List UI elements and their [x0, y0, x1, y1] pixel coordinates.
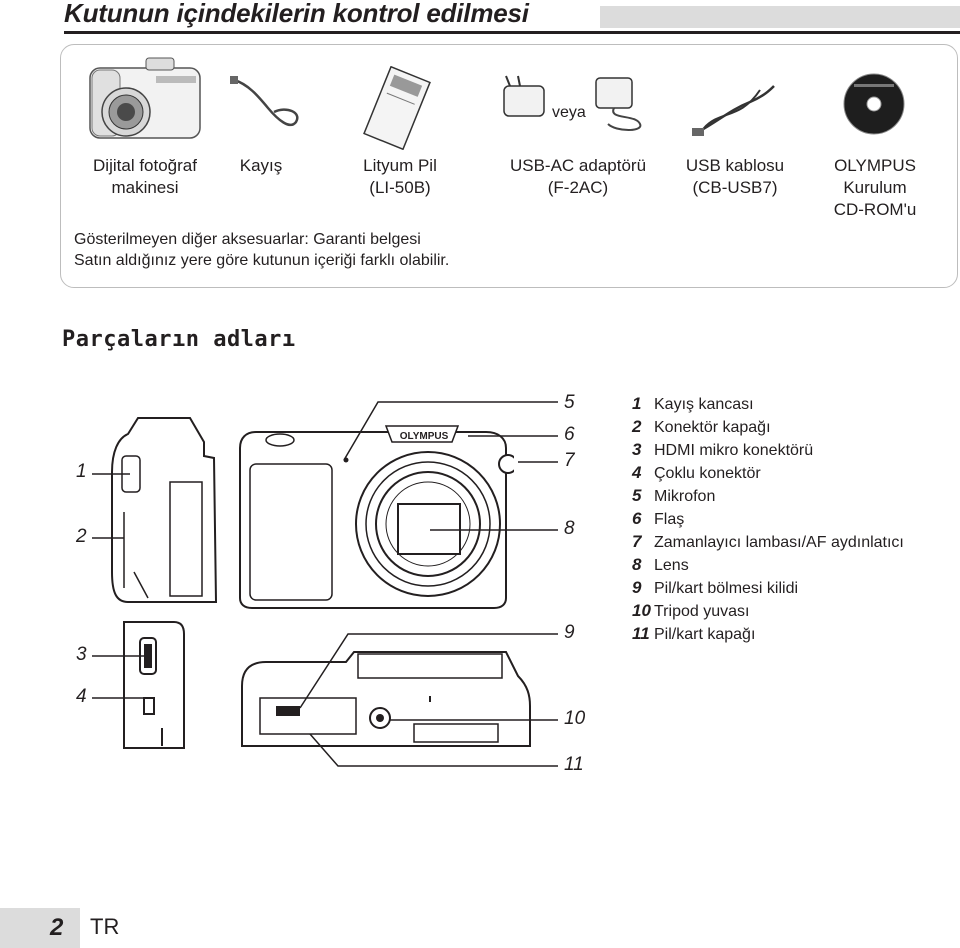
callout-7: 7: [564, 450, 575, 471]
title-divider: [64, 31, 960, 34]
part-name: Konektör kapağı: [654, 419, 771, 436]
part-name: Pil/kart bölmesi kilidi: [654, 580, 799, 597]
page-language: TR: [90, 914, 120, 939]
item-label-line: (LI-50B): [369, 178, 431, 197]
part-number: 11: [632, 624, 650, 643]
camera-side-view: [111, 417, 218, 603]
part-number: 3: [632, 440, 642, 459]
part-number: 8: [632, 555, 642, 574]
item-label-line: (CB-USB7): [692, 178, 778, 197]
item-label-line: Lityum Pil: [363, 156, 437, 175]
part-item: 3 HDMI mikro konektörü: [632, 440, 813, 461]
callout-1: 1: [76, 461, 87, 482]
part-item: 1 Kayış kancası: [632, 394, 754, 415]
callout-8: 8: [564, 518, 575, 539]
part-number: 10: [632, 601, 651, 620]
strap-icon: [230, 76, 299, 127]
part-name: Zamanlayıcı lambası/AF aydınlatıcı: [654, 534, 904, 551]
part-name: Mikrofon: [654, 488, 716, 505]
camera-bottom-view: [241, 651, 531, 747]
part-number: 7: [632, 532, 642, 551]
cd-rom-icon: [843, 73, 905, 135]
item-label-ac-adapter: USB-AC adaptörü (F-2AC): [498, 155, 658, 199]
page-title: Kutunun içindekilerin kontrol edilmesi: [64, 0, 529, 28]
item-label-line: Dijital fotoğraf: [93, 156, 197, 175]
part-name: Çoklu konektör: [654, 465, 761, 482]
callout-4: 4: [76, 686, 87, 707]
item-label-line: Kurulum: [843, 178, 907, 197]
part-item: 5 Mikrofon: [632, 486, 715, 507]
item-label-battery: Lityum Pil (LI-50B): [345, 155, 455, 199]
title-decor-bar: [600, 6, 960, 28]
part-item: 2 Konektör kapağı: [632, 417, 771, 438]
part-number: 6: [632, 509, 642, 528]
usb-cable-icon: [692, 85, 775, 136]
part-name: Kayış kancası: [654, 396, 754, 413]
callout-10: 10: [564, 708, 586, 729]
item-label-line: Kayış: [239, 156, 283, 175]
parts-heading: Parçaların adları: [62, 327, 296, 352]
part-name: Flaş: [654, 511, 685, 528]
part-item: 9 Pil/kart bölmesi kilidi: [632, 578, 798, 599]
battery-icon: [363, 66, 431, 150]
part-number: 1: [632, 394, 642, 413]
part-name: Lens: [654, 557, 689, 574]
part-item: 6 Flaş: [632, 509, 684, 530]
part-item: 7 Zamanlayıcı lambası/AF aydınlatıcı: [632, 532, 904, 553]
part-number: 4: [632, 463, 642, 482]
item-label-usb-cable: USB kablosu (CB-USB7): [670, 155, 800, 199]
callout-11: 11: [564, 754, 584, 775]
item-label-line: CD-ROM'u: [833, 200, 917, 219]
item-label-line: (F-2AC): [547, 178, 609, 197]
callout-5: 5: [564, 392, 575, 413]
item-label-cd-rom: OLYMPUS Kurulum CD-ROM'u: [810, 155, 940, 221]
ac-adapter-icon: [503, 75, 642, 131]
item-label-line: USB kablosu: [685, 156, 785, 175]
part-number: 9: [632, 578, 642, 597]
callout-3: 3: [76, 644, 87, 665]
part-name: Tripod yuvası: [654, 603, 750, 620]
part-name: Pil/kart kapağı: [654, 626, 756, 643]
item-label-line: makinesi: [111, 178, 179, 197]
camera-front-view: OLYMPUS: [239, 425, 514, 609]
item-label-camera: Dijital fotoğraf makinesi: [80, 155, 210, 199]
item-label-strap: Kayış: [226, 155, 296, 177]
part-item: 4 Çoklu konektör: [632, 463, 761, 484]
part-number: 5: [632, 486, 642, 505]
accessories-note: Gösterilmeyen diğer aksesuarlar: Garanti…: [74, 231, 421, 248]
callout-2: 2: [76, 526, 87, 547]
or-label: veya: [552, 104, 586, 121]
page-number: 2: [50, 914, 64, 941]
box-contents-panel: [60, 44, 958, 288]
connector-detail: [123, 621, 185, 749]
camera-icon: [89, 57, 201, 139]
contents-vary-note: Satın aldığınız yere göre kutunun içeriğ…: [74, 252, 450, 269]
item-label-line: OLYMPUS: [834, 156, 916, 175]
callout-6: 6: [564, 424, 575, 445]
part-item: 8 Lens: [632, 555, 689, 576]
item-label-line: USB-AC adaptörü: [509, 156, 647, 175]
brand-logo: OLYMPUS: [400, 431, 449, 442]
part-number: 2: [632, 417, 642, 436]
page-number-tab: [0, 908, 80, 948]
callout-9: 9: [564, 622, 575, 643]
part-name: HDMI mikro konektörü: [654, 442, 814, 459]
